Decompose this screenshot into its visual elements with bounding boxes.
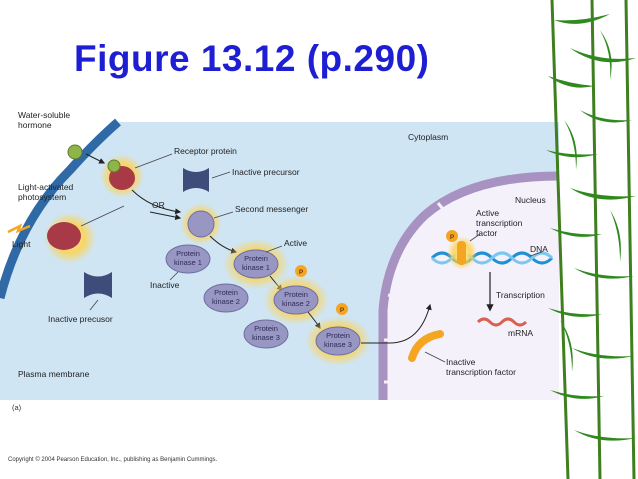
phosphate-pk2-label: P [340,307,345,314]
label-or: OR [152,200,165,210]
pk1-inactive-line1: Protein [176,249,200,258]
copyright-notice: Copyright © 2004 Pearson Education, Inc.… [8,457,218,463]
inactive-precursor-bottom-shape [84,272,112,298]
plasma-membrane [0,118,121,300]
label-inactive-tf-1: Inactive [446,357,476,367]
mrna-strand [476,317,528,327]
pk1-active-line1: Protein [244,254,268,263]
label-receptor-protein: Receptor protein [174,146,237,156]
label-inactive-precursor-bottom: Inactive precusor [48,314,113,324]
label-inactive-tf-2: transcription factor [446,367,516,377]
label-cytoplasm: Cytoplasm [408,132,448,142]
nuclear-envelope [378,171,560,400]
label-hormone-2: hormone [18,120,52,130]
phosphate-pk2 [336,303,348,315]
protein-kinase-3-inactive [243,319,289,349]
protein-kinase-2-inactive [203,283,249,313]
label-transcription: Transcription [496,290,545,300]
phosphate-pk1 [295,265,307,277]
label-active-tf-1: Active [476,208,499,218]
pk3-active-line2: kinase 3 [324,340,352,349]
light-bolt-icon [7,223,31,234]
protein-kinase-2-active [273,285,319,315]
slide-title: Figure 13.12 (p.290) [74,38,430,79]
label-photosystem-1: Light-activated [18,182,74,192]
hormone-molecule [67,144,83,160]
nuclear-pores [384,202,449,384]
bound-hormone [107,159,121,173]
signal-transduction-figure: Protein kinase 1 Protein kinase 1 P Prot… [0,110,560,412]
pk1-active-line2: kinase 1 [242,263,270,272]
protein-kinase-1-inactive [165,244,211,274]
label-photosystem-2: photosystem [18,192,66,202]
label-active-tf-3: factor [476,228,497,238]
pk3-inactive-line2: kinase 3 [252,333,280,342]
phosphate-tf [446,230,458,242]
pk2-inactive-line2: kinase 2 [212,297,240,306]
phosphate-tf-label: P [450,234,455,241]
active-transcription-factor [457,241,466,265]
label-inactive: Inactive [150,280,180,290]
pk2-inactive-line1: Protein [214,288,238,297]
label-second-messenger: Second messenger [235,204,308,214]
label-dna: DNA [530,244,548,254]
second-messenger [187,210,215,238]
nucleus [383,176,559,400]
pk1-inactive-line2: kinase 1 [174,258,202,267]
phosphate-pk1-label: P [299,269,304,276]
photosystem [47,222,81,250]
inactive-transcription-factor [408,330,444,362]
protein-kinase-1-active [233,249,279,279]
label-nucleus: Nucleus [515,195,546,205]
pk3-active-line1: Protein [326,331,350,340]
protein-kinase-3-active [315,326,361,356]
label-mrna: mRNA [508,328,533,338]
label-light: Light [12,239,31,249]
panel-label: (a) [12,403,22,412]
bamboo-leaves [546,14,636,441]
label-active: Active [284,238,307,248]
bamboo-decoration [546,0,636,479]
pk3-inactive-line1: Protein [254,324,278,333]
pk2-active-line1: Protein [284,290,308,299]
pk2-active-line2: kinase 2 [282,299,310,308]
inactive-precursor-top-shape [183,168,209,192]
label-inactive-precursor-top: Inactive precursor [232,167,300,177]
label-active-tf-2: transcription [476,218,523,228]
label-hormone-1: Water-soluble [18,110,70,120]
label-plasma-membrane: Plasma membrane [18,369,90,379]
